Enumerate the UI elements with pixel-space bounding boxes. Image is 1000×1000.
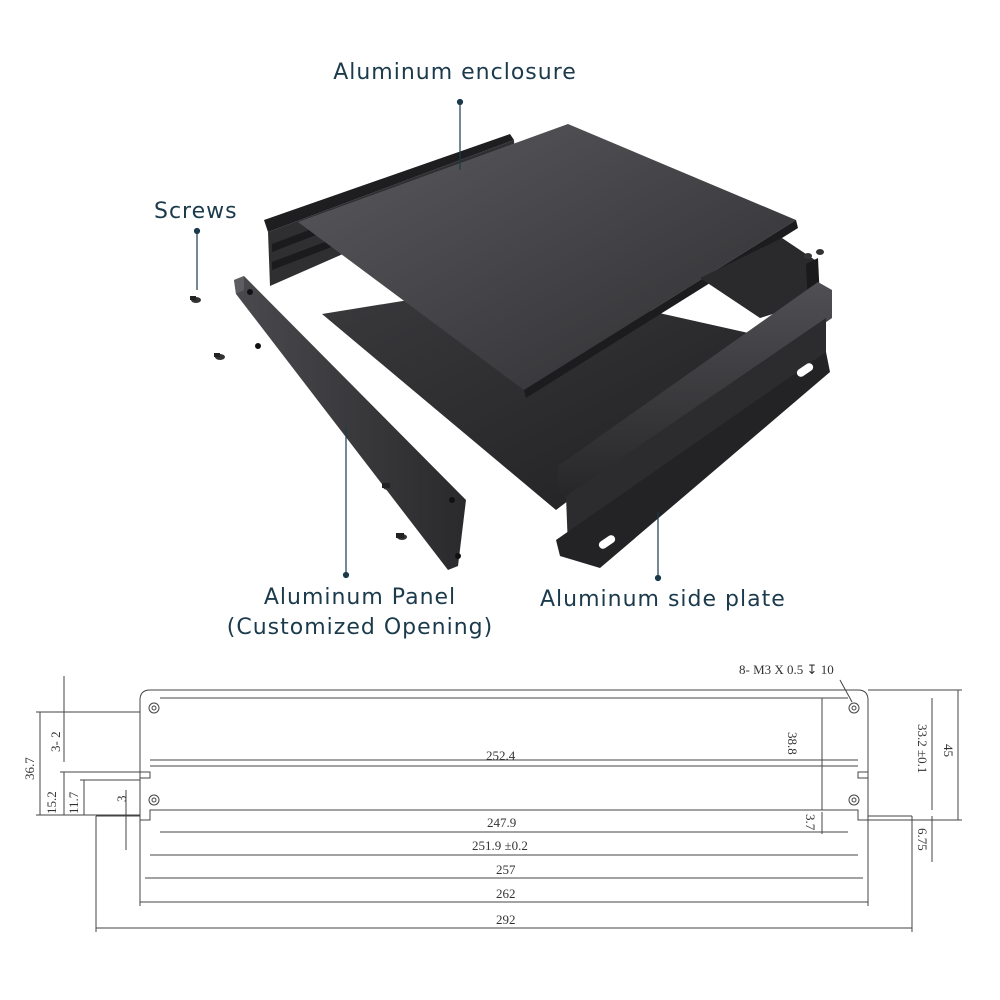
dim-45: 45 (941, 744, 956, 757)
depth-symbol-icon: ↧ (806, 662, 818, 677)
front-panel (234, 276, 466, 570)
label-customized-opening: (Customized Opening) (226, 615, 494, 640)
screw-icon (190, 296, 201, 303)
dim-292: 292 (496, 912, 516, 927)
thread-spec: 8- M3 X 0.5 ↧ 10 (739, 662, 834, 678)
dim-36-7: 36.7 (22, 757, 37, 780)
label-aluminum-enclosure: Aluminum enclosure (333, 60, 577, 85)
thread-depth-text: 10 (820, 662, 834, 677)
technical-drawing (36, 676, 962, 932)
dim-11-7: 11.7 (66, 791, 81, 814)
dim-251-9: 251.9 ±0.2 (472, 838, 528, 853)
screw-icon (804, 249, 824, 259)
side-plate (556, 282, 832, 568)
callout-leaders (193, 98, 662, 582)
dim-33-2: 33.2 ±0.1 (915, 724, 930, 774)
thread-spec-text: 8- M3 X 0.5 (739, 662, 804, 677)
dim-6-75: 6.75 (915, 828, 930, 851)
enclosure-bottom-plate (322, 282, 780, 510)
screw-icon (396, 533, 407, 540)
dim-38-8: 38.8 (785, 732, 800, 755)
screw-icon (382, 483, 393, 490)
label-screws: Screws (154, 199, 238, 224)
dim-252-4: 252.4 (486, 748, 516, 763)
label-aluminum-panel: Aluminum Panel (263, 585, 457, 610)
dim-3: 3 (114, 795, 129, 803)
enclosure-top-plate (298, 124, 796, 390)
dim-15-2: 15.2 (44, 791, 59, 814)
dim-3-7: 3.7 (803, 814, 818, 831)
label-aluminum-side-plate: Aluminum side plate (540, 587, 786, 612)
dim-257: 257 (496, 862, 516, 877)
dim-3-2: 3- 2 (48, 731, 63, 752)
screw-icon (214, 353, 225, 360)
dim-247-9: 247.9 (487, 815, 517, 830)
dim-262: 262 (496, 886, 516, 901)
